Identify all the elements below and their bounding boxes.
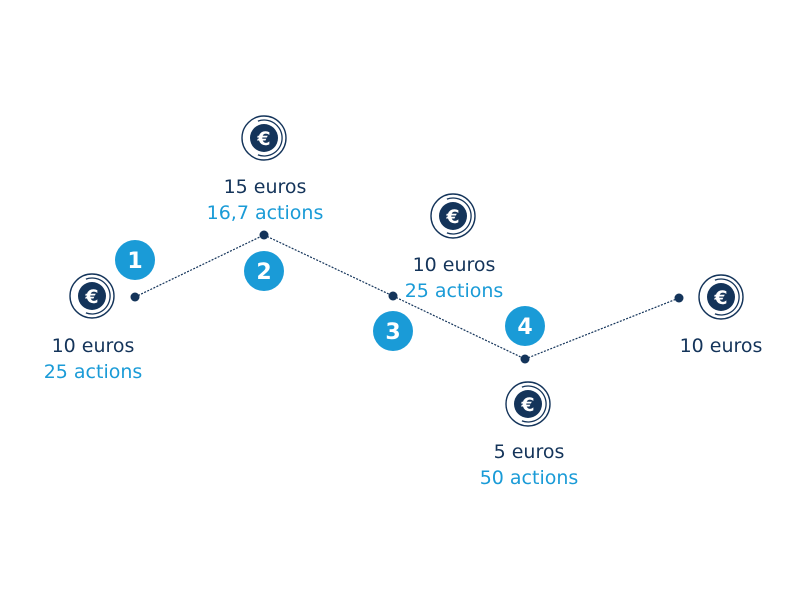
- node-label-4: 5 euros 50 actions: [429, 439, 629, 491]
- segment-4: [524, 297, 680, 360]
- node-amount: 10 euros: [679, 335, 763, 357]
- node-amount: 10 euros: [51, 335, 135, 357]
- step-number: 1: [127, 249, 142, 274]
- step-badge-1: 1: [115, 240, 155, 280]
- price-point-5: [674, 293, 684, 303]
- price-point-1: [130, 292, 140, 302]
- price-point-3: [388, 291, 398, 301]
- segment-3: [392, 295, 526, 360]
- price-path-line: [134, 234, 680, 360]
- euro-symbol: €: [713, 287, 727, 309]
- price-point-4: [520, 354, 530, 364]
- euro-coin-icon: €: [69, 273, 115, 319]
- euro-symbol: €: [445, 206, 459, 228]
- node-amount: 10 euros: [412, 254, 496, 276]
- step-badge-3: 3: [373, 311, 413, 351]
- step-badge-2: 2: [244, 251, 284, 291]
- node-shares: 25 actions: [404, 280, 504, 302]
- euro-coin-icon: €: [430, 193, 476, 239]
- node-shares: 25 actions: [43, 361, 143, 383]
- euro-symbol: €: [84, 286, 98, 308]
- step-badge-4: 4: [505, 306, 545, 346]
- euro-coin-icon: €: [241, 115, 287, 161]
- euro-symbol: €: [256, 128, 270, 150]
- node-amount: 5 euros: [493, 441, 565, 463]
- segment-1: [134, 234, 265, 298]
- node-shares: 16,7 actions: [206, 202, 324, 224]
- node-label-5: 10 euros: [621, 333, 800, 359]
- node-amount: 15 euros: [223, 176, 307, 198]
- step-number: 2: [256, 260, 271, 285]
- node-label-1: 10 euros 25 actions: [0, 333, 193, 385]
- euro-coin-icon: €: [505, 381, 551, 427]
- node-label-3: 10 euros 25 actions: [354, 252, 554, 304]
- node-shares: 50 actions: [479, 467, 579, 489]
- step-number: 3: [385, 320, 400, 345]
- node-label-2: 15 euros 16,7 actions: [165, 174, 365, 226]
- euro-symbol: €: [520, 394, 534, 416]
- price-point-2: [259, 230, 269, 240]
- step-number: 4: [517, 315, 532, 340]
- euro-coin-icon: €: [698, 274, 744, 320]
